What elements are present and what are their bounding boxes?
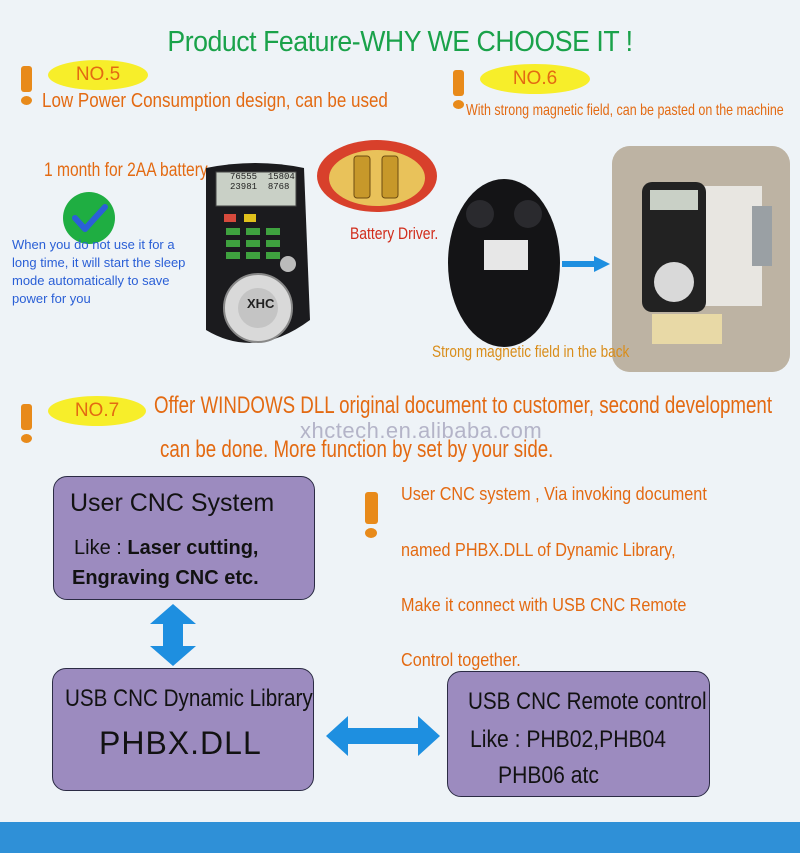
no7-headline-2: can be done. More function by set by you… [160,436,554,463]
like-bold: Laser cutting, [127,537,259,559]
explain-line: named PHBX.DLL of Dynamic Library, [401,540,676,560]
remote-control-box: USB CNC Remote control Like : PHB02,PHB0… [447,671,710,797]
horizontal-double-arrow-icon [326,716,440,761]
vertical-double-arrow-icon [150,604,196,671]
remote-line3: PHB06 atc [498,762,599,789]
no6-headline: With strong magnetic field, can be paste… [466,102,784,119]
user-cnc-line2: Engraving CNC etc. [72,567,259,589]
exclamation-icon [452,70,464,109]
battery-image [316,138,438,214]
page-title: Product Feature-WHY WE CHOOSE IT ! [167,26,633,58]
exclamation-icon [20,404,32,443]
watermark: xhctech.en.alibaba.com [300,418,543,443]
user-cnc-system-box: User CNC System Like : Laser cutting, En… [53,476,315,600]
device-back-image [448,178,560,348]
dll-title: USB CNC Dynamic Library [65,685,313,712]
lcd-value: 15804 [267,172,295,182]
explain-line: Make it connect with USB CNC Remote [401,595,687,615]
no7-headline-1: Offer WINDOWS DLL original document to c… [154,392,773,419]
no6-badge: NO.6 [480,64,590,94]
like-prefix: Like : [74,537,128,559]
magnet-caption: Strong magnetic field in the back [432,342,630,361]
footer-bar [0,822,800,853]
no5-badge: NO.5 [48,60,148,90]
no7-badge: NO.7 [48,396,146,426]
device-brand-logo: XHC [247,296,275,311]
remote-title: USB CNC Remote control [468,688,707,715]
dynamic-library-box: USB CNC Dynamic Library PHBX.DLL [52,668,314,791]
battery-month-text: 1 month for 2AA battery [44,160,208,181]
handwheel-device-image [196,160,316,350]
device-lcd: 76555 15804 23981 8768 [230,172,295,192]
exclamation-icon [364,492,378,538]
explain-line: User CNC system , Via invoking document [401,484,707,504]
explain-line: Control together. [401,650,521,670]
dll-name: PHBX.DLL [99,725,262,761]
battery-caption: Battery Driver. [350,224,439,243]
user-cnc-like: Like : Laser cutting, [74,537,259,560]
arrow-right-icon [562,256,610,277]
sleep-mode-note: When you do not use it for a long time, … [12,237,186,306]
user-cnc-title: User CNC System [70,489,275,517]
remote-line2: Like : PHB02,PHB04 [470,726,667,753]
exclamation-icon [20,66,32,105]
no5-headline: Low Power Consumption design, can be use… [42,90,388,112]
checkmark-icon [63,192,115,244]
lcd-value: 8768 [267,182,290,192]
machine-photo [612,146,790,372]
lcd-value: 76555 [230,172,258,182]
lcd-value: 23981 [230,182,258,192]
